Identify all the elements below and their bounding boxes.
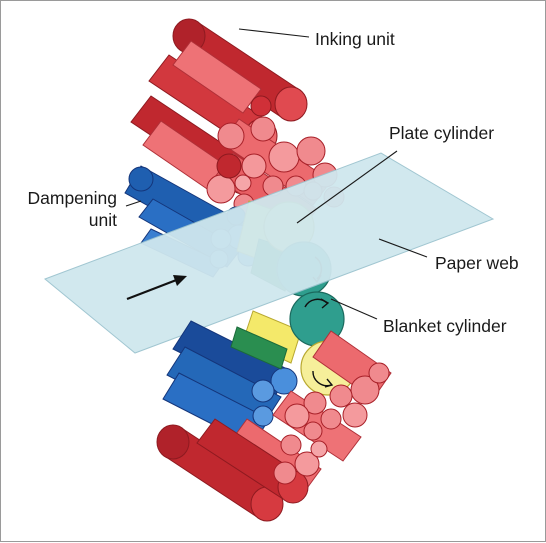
label-plate-cylinder: Plate cylinder (389, 123, 494, 143)
inking-unit-leader (238, 28, 310, 38)
label-inking-unit: Inking unit (315, 29, 395, 49)
label-paper-web: Paper web (435, 253, 519, 273)
paper-web (44, 152, 495, 354)
paper-feed-arrow-icon (126, 275, 187, 301)
label-dampening-unit-line2: unit (89, 210, 117, 230)
lower-inking-unit (156, 330, 392, 522)
label-dampening-unit-line1: Dampening (28, 188, 118, 208)
dampening-unit-leader (125, 200, 142, 207)
plate-cylinder-leader (296, 150, 398, 224)
paper-web-leader (378, 238, 428, 258)
blanket-cylinder-leader (330, 298, 378, 320)
label-blanket-cylinder: Blanket cylinder (383, 316, 507, 336)
